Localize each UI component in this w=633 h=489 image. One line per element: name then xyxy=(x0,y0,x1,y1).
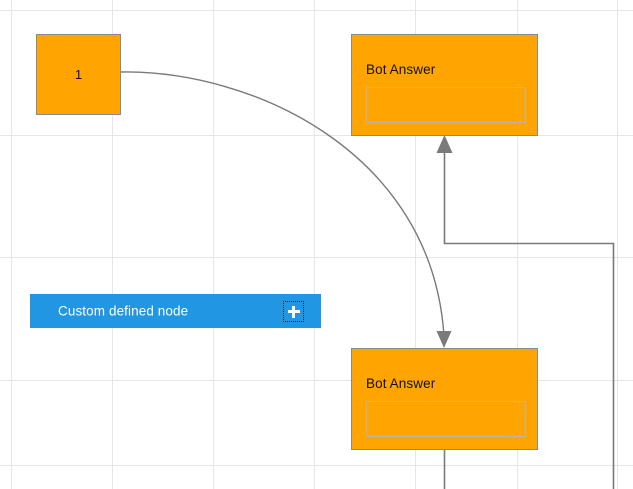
node-bot-answer-top-title: Bot Answer xyxy=(366,62,436,77)
node-bot-answer-bottom[interactable]: Bot Answer xyxy=(351,348,538,450)
node-bot-answer-top[interactable]: Bot Answer xyxy=(351,34,538,136)
plus-icon-vertical xyxy=(292,305,295,318)
node-1-label: 1 xyxy=(74,67,83,82)
plus-icon[interactable] xyxy=(283,301,304,322)
node-bot-answer-bottom-slot[interactable] xyxy=(366,401,526,437)
node-bot-answer-bottom-title: Bot Answer xyxy=(366,376,436,391)
node-1[interactable]: 1 xyxy=(36,34,121,115)
node-bot-answer-top-slot[interactable] xyxy=(366,87,526,123)
node-custom-defined-node-label: Custom defined node xyxy=(58,303,189,319)
node-custom-defined-node[interactable]: Custom defined node xyxy=(30,294,321,328)
